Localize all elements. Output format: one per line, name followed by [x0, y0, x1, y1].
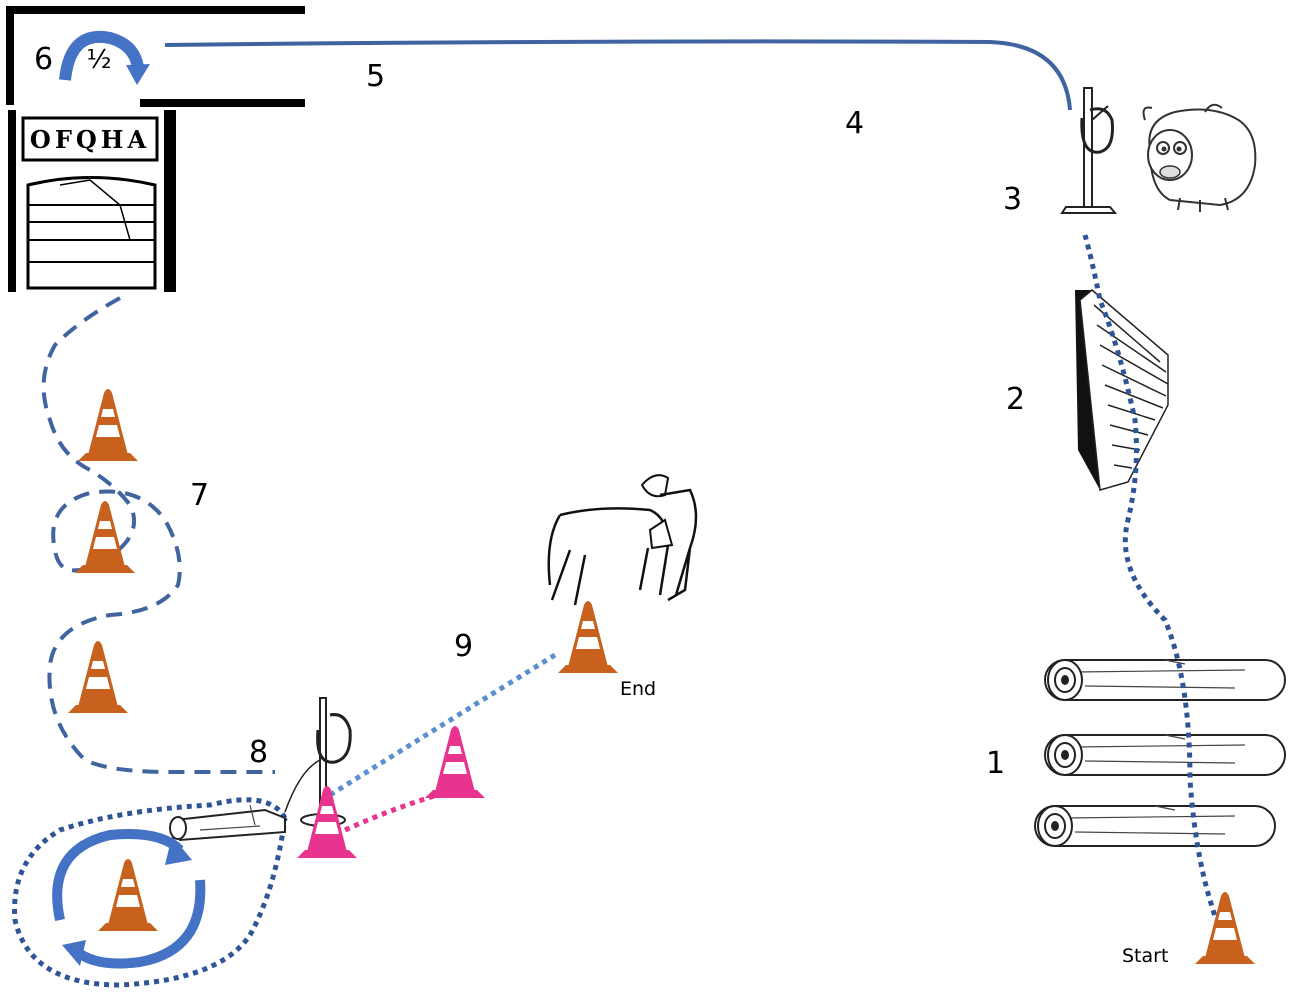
- cone-serpentine-1: [78, 389, 138, 461]
- cone-start: [1195, 892, 1255, 964]
- step-5-label: 5: [366, 59, 385, 94]
- mailbox-post-small: [284, 697, 352, 827]
- mailbox-post: [1060, 87, 1118, 214]
- start-label: Start: [1122, 945, 1168, 967]
- bull-cartoon: [1142, 103, 1257, 212]
- bridge: [1075, 289, 1169, 491]
- log-1: [1044, 659, 1286, 701]
- step-2-label: 2: [1006, 382, 1025, 417]
- sign-label: OFQHA: [30, 125, 150, 154]
- route-line-light-dotted: [328, 652, 557, 798]
- small-log: [169, 804, 286, 842]
- cone-serpentine-2: [75, 501, 135, 573]
- step-4-label: 4: [845, 106, 864, 141]
- route-line-dotted-right: [1082, 234, 1219, 921]
- route-line-dotted-circle: [12, 797, 288, 988]
- horse-and-handler: [547, 474, 698, 606]
- step-6-label: 6: [34, 42, 53, 77]
- cone-end: [558, 601, 618, 673]
- route-line-dashed-serpentine: [41, 296, 275, 774]
- step-3-label: 3: [1003, 182, 1022, 217]
- step-9-label: 9: [454, 629, 473, 664]
- circle-arrows-icon: [52, 829, 206, 969]
- gate: [26, 176, 157, 290]
- step-7-label: 7: [190, 478, 209, 513]
- gate-enclosure: [6, 6, 305, 292]
- step-1-label: 1: [986, 746, 1005, 781]
- log-3: [1034, 805, 1276, 847]
- log-2: [1044, 734, 1286, 776]
- step-8-label: 8: [249, 735, 268, 770]
- cone-circle: [98, 859, 158, 931]
- ofqha-sign: OFQHA: [21, 116, 159, 162]
- cone-pink-1: [425, 726, 485, 798]
- end-label: End: [620, 678, 656, 700]
- cone-serpentine-3: [68, 641, 128, 713]
- half-turn-arrow-icon: [59, 30, 150, 85]
- half-turn-label: ½: [86, 45, 111, 75]
- route-line-solid: [164, 39, 1072, 111]
